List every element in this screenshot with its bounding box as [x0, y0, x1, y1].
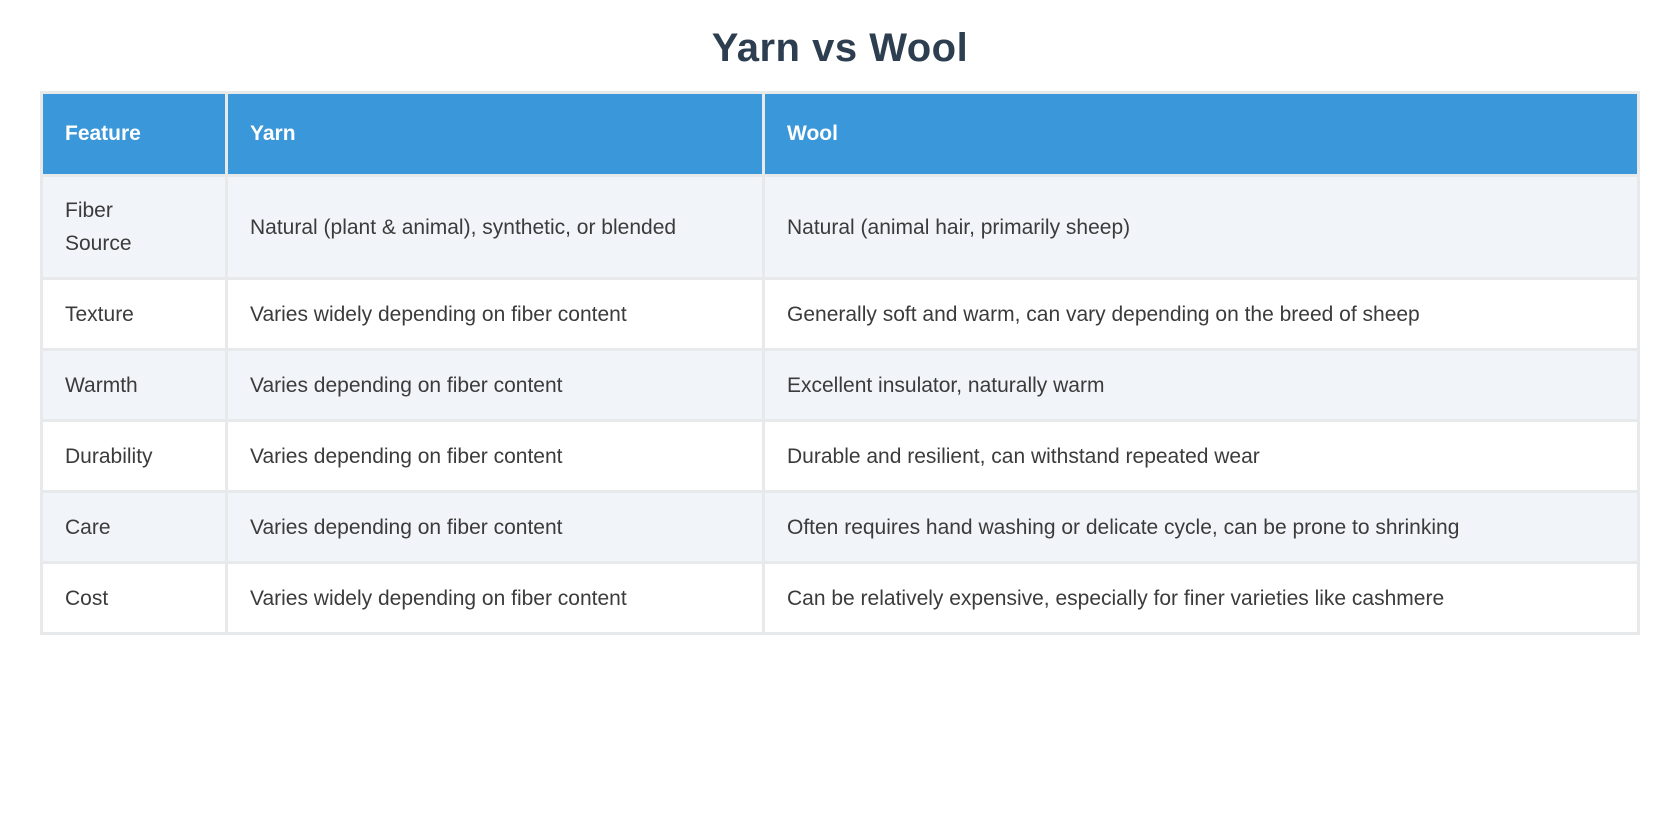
feature-cell: Cost: [43, 563, 225, 632]
feature-cell-text: Fiber Source: [65, 199, 132, 255]
yarn-cell: Varies depending on fiber content: [228, 350, 762, 419]
feature-cell: Warmth: [43, 350, 225, 419]
table-header-row: Feature Yarn Wool: [43, 94, 1637, 174]
feature-cell-text: Care: [65, 515, 111, 539]
yarn-cell: Varies depending on fiber content: [228, 492, 762, 561]
feature-cell-text: Texture: [65, 302, 134, 326]
table-row: Care Varies depending on fiber content O…: [43, 492, 1637, 561]
yarn-cell-text: Varies depending on fiber content: [250, 515, 563, 539]
feature-cell: Texture: [43, 280, 225, 348]
wool-cell: Natural (animal hair, primarily sheep): [765, 177, 1637, 277]
feature-cell-text: Cost: [65, 586, 109, 610]
wool-cell-text: Can be relatively expensive, especially …: [787, 586, 1445, 610]
feature-cell-text: Durability: [65, 444, 153, 468]
table-row: Cost Varies widely depending on fiber co…: [43, 563, 1637, 632]
page-title: Yarn vs Wool: [711, 26, 969, 70]
table-row: Texture Varies widely depending on fiber…: [43, 280, 1637, 348]
table-row: Warmth Varies depending on fiber content…: [43, 350, 1637, 419]
wool-cell-text: Natural (animal hair, primarily sheep): [787, 215, 1131, 239]
wool-cell: Generally soft and warm, can vary depend…: [765, 280, 1637, 348]
feature-cell-text: Warmth: [65, 373, 138, 397]
yarn-cell-text: Natural (plant & animal), synthetic, or …: [250, 215, 677, 239]
yarn-cell: Varies widely depending on fiber content: [228, 280, 762, 348]
feature-cell: Fiber Source: [43, 177, 225, 277]
wool-cell-text: Often requires hand washing or delicate …: [787, 515, 1460, 539]
yarn-cell: Varies widely depending on fiber content: [228, 563, 762, 632]
feature-cell: Care: [43, 492, 225, 561]
table-body: Fiber Source Natural (plant & animal), s…: [43, 177, 1637, 632]
yarn-cell-text: Varies widely depending on fiber content: [250, 302, 627, 326]
wool-cell: Can be relatively expensive, especially …: [765, 563, 1637, 632]
column-header-yarn: Yarn: [228, 94, 762, 174]
column-header-wool: Wool: [765, 94, 1637, 174]
comparison-table: Feature Yarn Wool Fiber Source Natural (…: [40, 91, 1640, 635]
wool-cell: Excellent insulator, naturally warm: [765, 350, 1637, 419]
wool-cell: Often requires hand washing or delicate …: [765, 492, 1637, 561]
yarn-cell-text: Varies widely depending on fiber content: [250, 586, 627, 610]
column-header-feature: Feature: [43, 94, 225, 174]
table-row: Durability Varies depending on fiber con…: [43, 421, 1637, 490]
feature-cell: Durability: [43, 421, 225, 490]
wool-cell: Durable and resilient, can withstand rep…: [765, 421, 1637, 490]
table-row: Fiber Source Natural (plant & animal), s…: [43, 177, 1637, 277]
wool-cell-text: Durable and resilient, can withstand rep…: [787, 444, 1260, 468]
wool-cell-text: Excellent insulator, naturally warm: [787, 373, 1105, 397]
yarn-cell-text: Varies depending on fiber content: [250, 373, 563, 397]
yarn-cell-text: Varies depending on fiber content: [250, 444, 563, 468]
yarn-cell: Natural (plant & animal), synthetic, or …: [228, 177, 762, 277]
yarn-cell: Varies depending on fiber content: [228, 421, 762, 490]
wool-cell-text: Generally soft and warm, can vary depend…: [787, 302, 1420, 326]
